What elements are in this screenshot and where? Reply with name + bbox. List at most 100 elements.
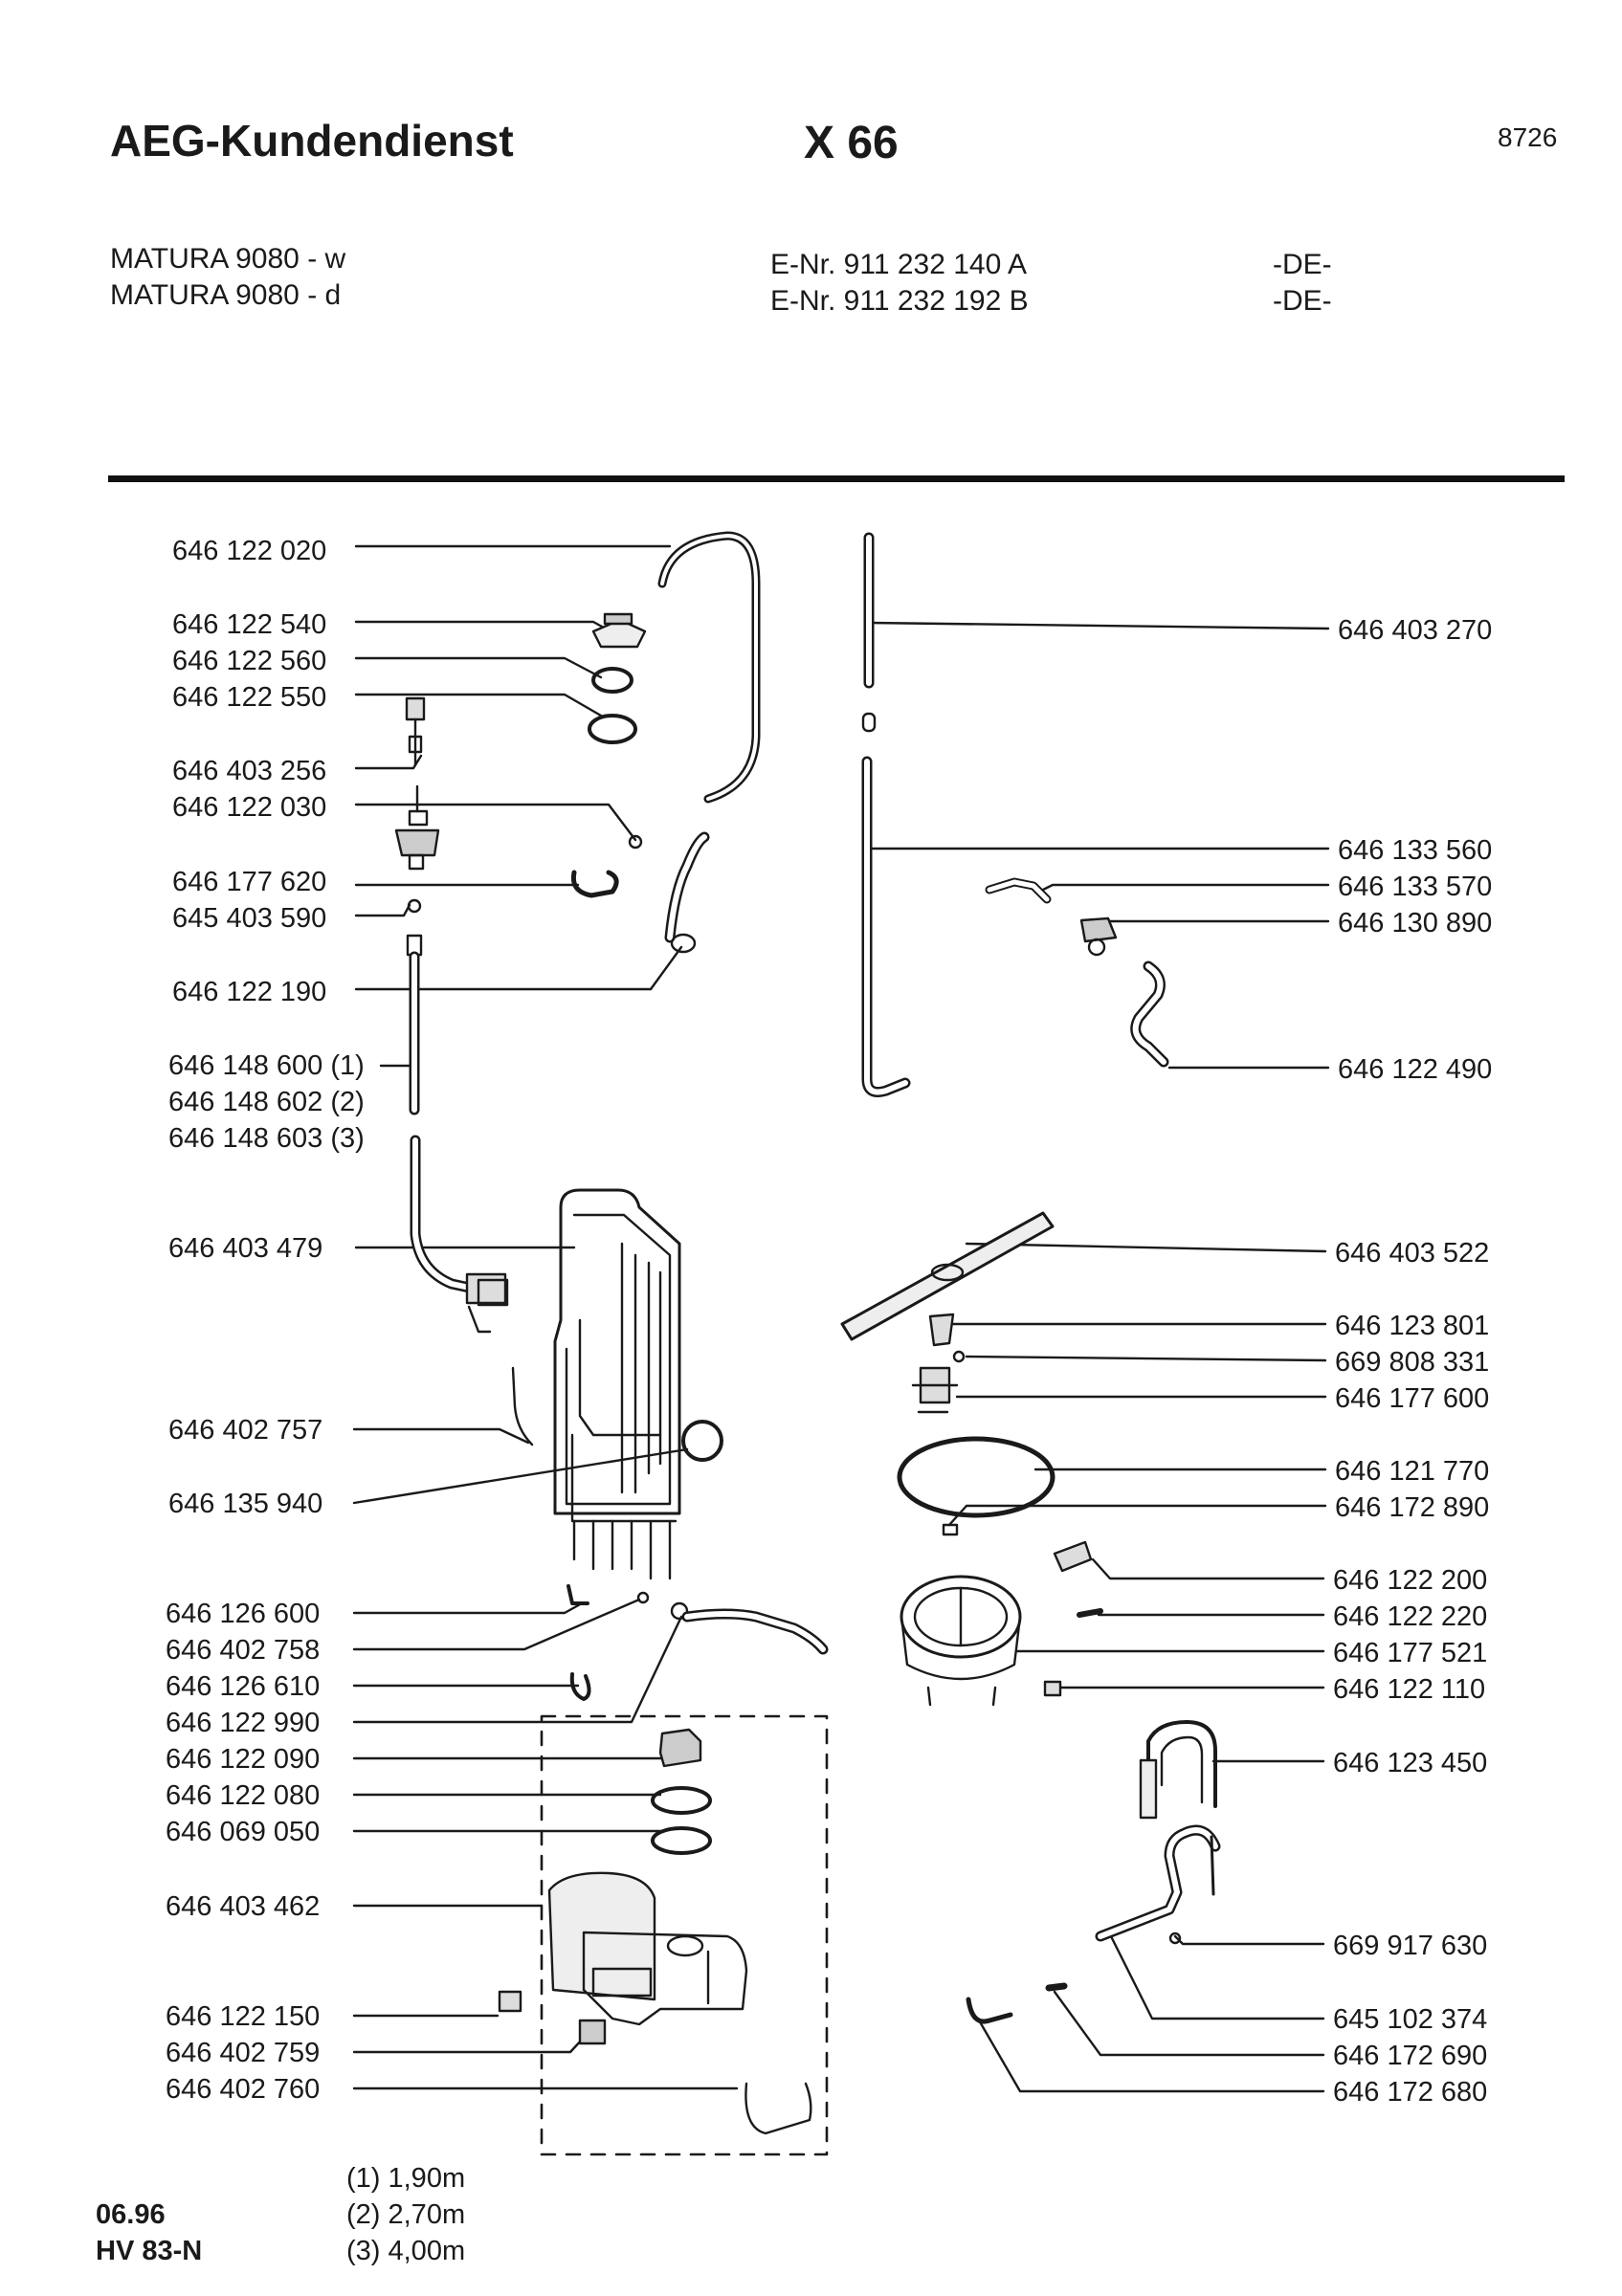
part-label: 646 122 150	[166, 2001, 321, 2032]
sheet-number: 8726	[1498, 122, 1558, 152]
part-label: 646 122 190	[172, 977, 327, 1007]
elbow-part	[1053, 1540, 1093, 1573]
leader-line	[1091, 1557, 1325, 1580]
length-note-2: (2) 2,70m	[346, 2199, 466, 2230]
pump-part	[1079, 916, 1118, 957]
length-note-3: (3) 4,00m	[346, 2236, 466, 2266]
leader-line	[1089, 919, 1330, 928]
leader-line	[354, 620, 612, 633]
part-label: 646 403 256	[172, 756, 327, 786]
part-label: 646 126 610	[166, 1671, 321, 1702]
hook-part	[569, 1672, 591, 1701]
small-nipple-part	[1045, 1982, 1068, 1992]
part-label: 646 122 560	[172, 646, 327, 676]
lower-spray-arm-part	[840, 1211, 1055, 1341]
part-label: 646 122 990	[166, 1708, 321, 1738]
dosing-valve-part	[394, 784, 643, 871]
side-panel-part	[553, 1188, 681, 1580]
inlet-valve-part	[465, 1272, 509, 1334]
part-label: 669 917 630	[1333, 1931, 1488, 1961]
salt-container-part	[547, 1871, 748, 2026]
part-label: 646 122 200	[1333, 1565, 1488, 1596]
part-label: 646 172 890	[1335, 1492, 1490, 1523]
leader-line	[354, 693, 603, 718]
part-label: 646 402 757	[168, 1415, 323, 1446]
grommet-part	[681, 1420, 723, 1462]
part-label: 646 069 050	[166, 1817, 321, 1847]
hose-end	[670, 933, 697, 954]
part-label: 646 135 940	[168, 1489, 323, 1519]
sensor-part	[1043, 1680, 1062, 1697]
connecting-hose-inner	[667, 834, 707, 940]
length-note-1: (1) 1,90m	[346, 2163, 466, 2194]
part-label: 646 133 570	[1338, 872, 1493, 902]
part-label: 646 177 600	[1335, 1383, 1490, 1414]
connection-hose-inner	[987, 879, 1050, 902]
leader-line	[1173, 1934, 1325, 1946]
pipe-coupling-part	[861, 712, 877, 733]
connector-part	[498, 1990, 522, 2013]
right-leader-lines	[867, 621, 1330, 2093]
part-label: 646 122 220	[1333, 1601, 1488, 1632]
part-label: 646 133 560	[1338, 835, 1493, 866]
part-label: 646 122 550	[172, 682, 327, 713]
leader-line	[965, 1355, 1327, 1362]
part-label: 646 123 801	[1335, 1311, 1490, 1341]
part-label: 669 808 331	[1335, 1347, 1490, 1378]
curved-hose-inner	[1132, 963, 1167, 1065]
riser-pipe-inner	[864, 759, 908, 1095]
hook-pipe-part	[966, 1997, 1013, 2024]
part-label: 645 403 590	[172, 903, 327, 934]
small-ring-part	[636, 1591, 650, 1604]
panel-bracket-part	[1139, 1720, 1217, 1820]
small-washer-part	[1168, 1932, 1182, 1945]
leader-line	[352, 1447, 689, 1505]
leader-line	[1041, 883, 1330, 892]
sump-housing-part	[900, 1575, 1022, 1707]
part-label: 646 126 600	[166, 1599, 321, 1629]
leader-line	[352, 2038, 584, 2054]
screw-part	[1077, 1608, 1103, 1618]
screw-part	[952, 1350, 966, 1363]
inlet-hose-inner	[412, 1137, 481, 1292]
part-label: 646 403 479	[168, 1233, 323, 1264]
leader-line	[354, 803, 637, 842]
part-label: 646 403 522	[1335, 1238, 1490, 1269]
part-label: 646 122 110	[1333, 1674, 1486, 1705]
heater-part	[911, 1366, 959, 1414]
part-label: 645 102 374	[1333, 2004, 1488, 2035]
part-label: 646 402 759	[166, 2038, 321, 2068]
part-label: 646 130 890	[1338, 908, 1493, 938]
leader-line	[1053, 1990, 1325, 2057]
variant-name-2: MATURA 9080 - d	[110, 279, 342, 311]
footer-code: HV 83-N	[96, 2236, 203, 2266]
part-label: 646 121 770	[1335, 1456, 1490, 1487]
cap-seal-part	[651, 1826, 712, 1855]
leader-line	[352, 1601, 584, 1615]
hose-pipe-part	[406, 934, 423, 1115]
part-label: 646 122 090	[166, 1744, 321, 1775]
leader-line	[965, 1242, 1327, 1253]
part-label: 646 122 540	[172, 609, 327, 640]
connecting-hose-part	[664, 831, 710, 943]
fitting-part	[928, 1313, 955, 1347]
salt-container-assembly-box	[540, 1714, 829, 2156]
part-label: 646 172 680	[1333, 2077, 1488, 2108]
leader-line	[1108, 1932, 1325, 2020]
part-label: 646 403 270	[1338, 615, 1493, 646]
leader-line	[352, 1427, 530, 1445]
seal-ring-part	[588, 714, 637, 744]
leader-line	[352, 1615, 683, 1724]
float-part	[405, 696, 426, 767]
part-label: 646 122 030	[172, 792, 327, 823]
variant-enr-2: E-Nr. 911 232 192 B	[770, 285, 1029, 317]
leader-line	[867, 621, 1330, 630]
leader-line	[947, 1504, 1327, 1527]
part-label: 646 402 758	[166, 1635, 321, 1666]
variant-region-2: -DE-	[1273, 285, 1332, 317]
variant-enr-1: E-Nr. 911 232 140 A	[770, 249, 1027, 280]
part-label: 646 122 020	[172, 536, 327, 566]
leader-line	[976, 2017, 1325, 2093]
small-clip-part	[407, 898, 422, 914]
container-cap-part	[658, 1728, 702, 1768]
